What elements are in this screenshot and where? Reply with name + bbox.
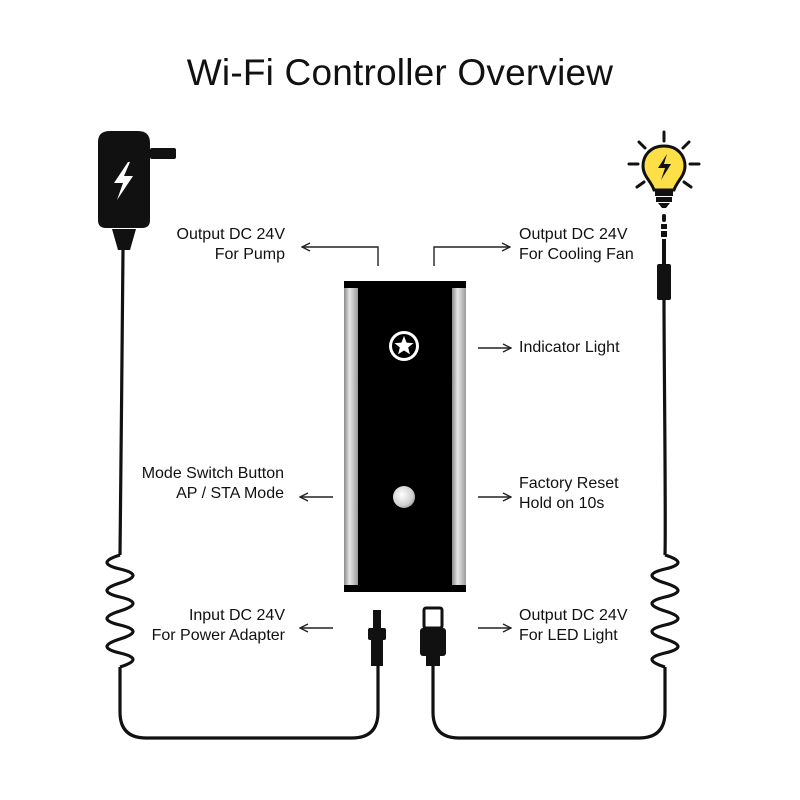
label-output-pump-line1: Output DC 24V (176, 226, 286, 243)
label-indicator: Indicator Light (519, 338, 620, 358)
lightning-bolt-icon (114, 162, 133, 200)
label-output-led-line2: For LED Light (519, 627, 618, 644)
light-bulb-icon (627, 130, 701, 208)
label-mode-switch: Mode Switch Button AP / STA Mode (142, 464, 284, 504)
input-dc-jack (368, 610, 386, 666)
power-adapter-icon (98, 131, 176, 250)
label-indicator-line1: Indicator Light (519, 339, 620, 356)
label-input-power-line1: Input DC 24V (188, 607, 285, 624)
star-icon (394, 336, 414, 355)
callout-arrows (300, 247, 511, 628)
label-input-power: Input DC 24V For Power Adapter (152, 606, 285, 646)
right-output-cable (431, 299, 680, 740)
label-output-led: Output DC 24V For LED Light (519, 606, 628, 646)
mode-switch-button[interactable] (393, 486, 415, 508)
label-output-pump-line2: For Pump (214, 246, 285, 263)
label-output-fan-line1: Output DC 24V (519, 226, 628, 243)
label-factory-reset: Factory Reset Hold on 10s (519, 474, 619, 514)
label-output-fan: Output DC 24V For Cooling Fan (519, 225, 634, 265)
label-output-pump: Output DC 24V For Pump (177, 225, 286, 265)
indicator-light (389, 331, 419, 361)
left-power-cable (105, 249, 380, 740)
label-input-power-line2: For Power Adapter (151, 627, 285, 644)
wifi-controller-device (344, 281, 466, 592)
label-output-led-line1: Output DC 24V (519, 607, 628, 624)
label-factory-reset-line2: Hold on 10s (519, 495, 605, 512)
output-led-connector (420, 606, 446, 666)
output-fan-plug (657, 214, 671, 300)
label-factory-reset-line1: Factory Reset (519, 475, 619, 492)
label-mode-switch-line2: AP / STA Mode (176, 485, 284, 502)
label-output-fan-line2: For Cooling Fan (519, 246, 634, 263)
label-mode-switch-line1: Mode Switch Button (141, 465, 284, 482)
diagram-title: Wi-Fi Controller Overview (186, 52, 614, 93)
